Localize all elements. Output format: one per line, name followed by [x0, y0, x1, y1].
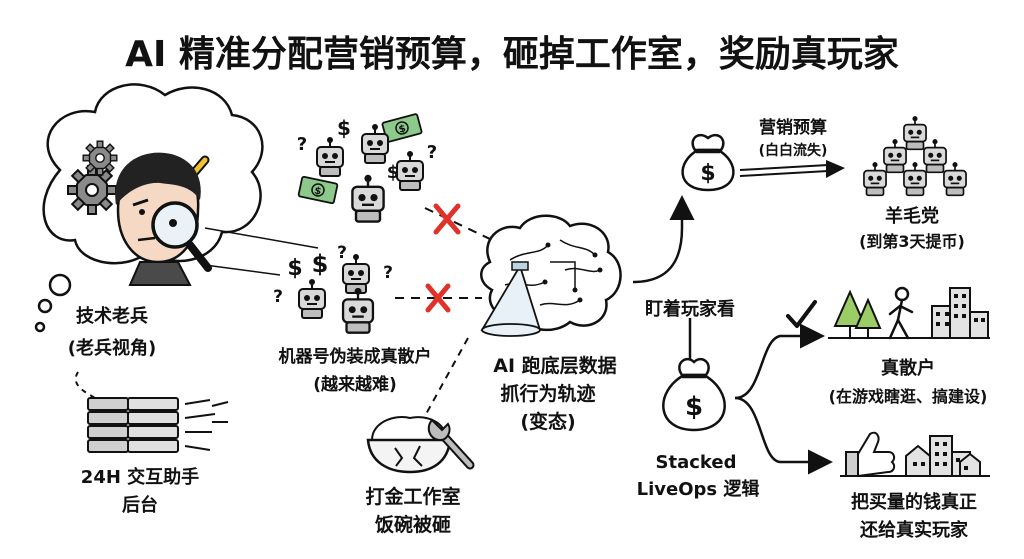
dollar-bill-icon — [297, 175, 339, 205]
stacked-dollar: $ — [685, 392, 703, 422]
flow-arrow — [734, 323, 825, 400]
watch-label: 盯着玩家看 — [645, 298, 735, 320]
check-icon — [786, 300, 817, 328]
dollar-sign: $ — [387, 162, 400, 183]
robot-icon — [396, 150, 424, 191]
page-title: AI 精准分配营销预算，砸掉工作室，奖励真玩家 — [125, 34, 899, 75]
dollar-sign: $ — [287, 256, 302, 281]
robot-icon — [863, 161, 887, 197]
backend-line2: 后台 — [122, 494, 158, 516]
robot-icon — [943, 161, 967, 197]
robot-icon — [883, 138, 907, 174]
dollar-sign: $ — [312, 250, 329, 278]
budget-label: 营销预算 — [759, 117, 827, 138]
arrow-head — [826, 160, 845, 178]
studio-line2: 饭碗被砸 — [374, 513, 451, 536]
robot-icon — [923, 138, 947, 174]
building-icon — [931, 287, 989, 339]
dashed-link — [74, 371, 96, 399]
money-bag-icon — [662, 357, 726, 432]
dollar-sign: $ — [337, 116, 351, 140]
backend-line1: 24H 交互助手 — [81, 466, 199, 488]
real-players-label: 真散户 — [881, 357, 935, 379]
wool-label: 羊毛党 — [885, 205, 939, 227]
brain-circuit-icon — [480, 214, 622, 337]
gear-icon — [82, 140, 118, 176]
veteran-note: (老兵视角) — [68, 337, 156, 359]
studio-line1: 打金工作室 — [365, 485, 460, 508]
brain-line3: (变态) — [520, 410, 575, 433]
walking-person-icon — [888, 286, 914, 340]
real-players-note: (在游戏瞎逛、搞建设) — [829, 387, 988, 406]
flow-arrow — [632, 195, 695, 284]
question-mark: ? — [383, 263, 393, 283]
brain-line2: 抓行为轨迹 — [500, 382, 595, 405]
stacked-line1: Stacked — [656, 452, 737, 473]
connector-line — [204, 227, 319, 249]
money-bag-icon — [681, 133, 735, 192]
dashed-link — [419, 337, 469, 426]
flow-arrow — [739, 164, 829, 171]
connector-line — [204, 264, 281, 276]
question-mark: ? — [337, 243, 347, 263]
question-mark: ? — [297, 134, 307, 155]
robot-icon — [298, 278, 326, 319]
bots-label: 机器号伪装成真散户 — [279, 346, 432, 367]
tree-icon — [833, 289, 882, 338]
thumbs-up-icon — [845, 431, 896, 478]
question-mark: ? — [427, 142, 437, 163]
budget-note: (白白流失) — [759, 142, 828, 159]
robot-icon — [341, 286, 375, 334]
robot-icon — [351, 173, 385, 223]
robot-icon — [903, 115, 927, 151]
flow-arrow — [734, 396, 833, 475]
flow-arrow — [739, 170, 829, 177]
veteran-name: 技术老兵 — [76, 305, 148, 327]
stacked-line2: LiveOps 逻辑 — [637, 478, 760, 500]
wrench-icon — [427, 418, 475, 470]
robot-icon — [316, 136, 344, 177]
gear-icon — [67, 165, 117, 215]
red-cross-icon — [433, 203, 461, 235]
brain-line1: AI 跑底层数据 — [493, 354, 616, 377]
wool-note: (到第3天提币) — [859, 232, 965, 251]
question-mark: ? — [273, 287, 283, 307]
blocked-link — [424, 207, 493, 241]
bots-note: (越来越难) — [313, 374, 397, 395]
refund-line2: 还给真实玩家 — [859, 519, 969, 541]
robot-icon — [903, 161, 927, 197]
money-bag-dollar: $ — [700, 161, 715, 186]
server-icon — [87, 397, 229, 453]
red-cross-icon — [425, 283, 451, 313]
magnifier-icon — [151, 201, 212, 272]
refund-line1: 把买量的钱真正 — [851, 491, 977, 513]
